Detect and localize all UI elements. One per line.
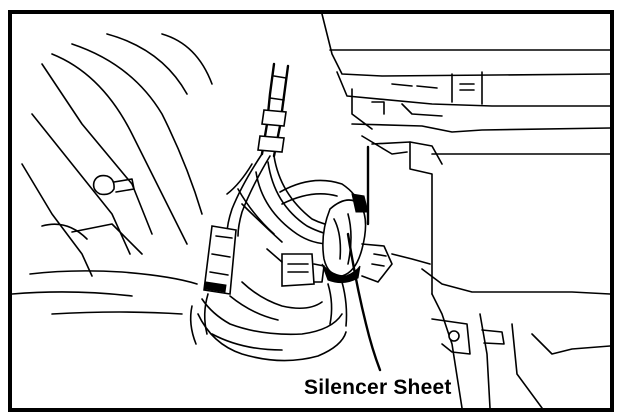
- middle-connector: [266, 248, 325, 287]
- right-bracket: [431, 318, 505, 355]
- harness-wrap: [189, 281, 348, 362]
- wiring-harness-vertical: [257, 62, 290, 158]
- wiring-illustration: [12, 14, 610, 408]
- left-bolt: [92, 174, 135, 196]
- dashboard-structure: [321, 14, 610, 408]
- left-panel-outline: [12, 33, 213, 315]
- diagram-frame: Silencer Sheet: [8, 10, 614, 412]
- callout-leader-line: [346, 232, 382, 372]
- left-connector: [203, 225, 237, 335]
- silencer-sheet: [321, 193, 393, 284]
- silencer-sheet-label: Silencer Sheet: [304, 376, 452, 399]
